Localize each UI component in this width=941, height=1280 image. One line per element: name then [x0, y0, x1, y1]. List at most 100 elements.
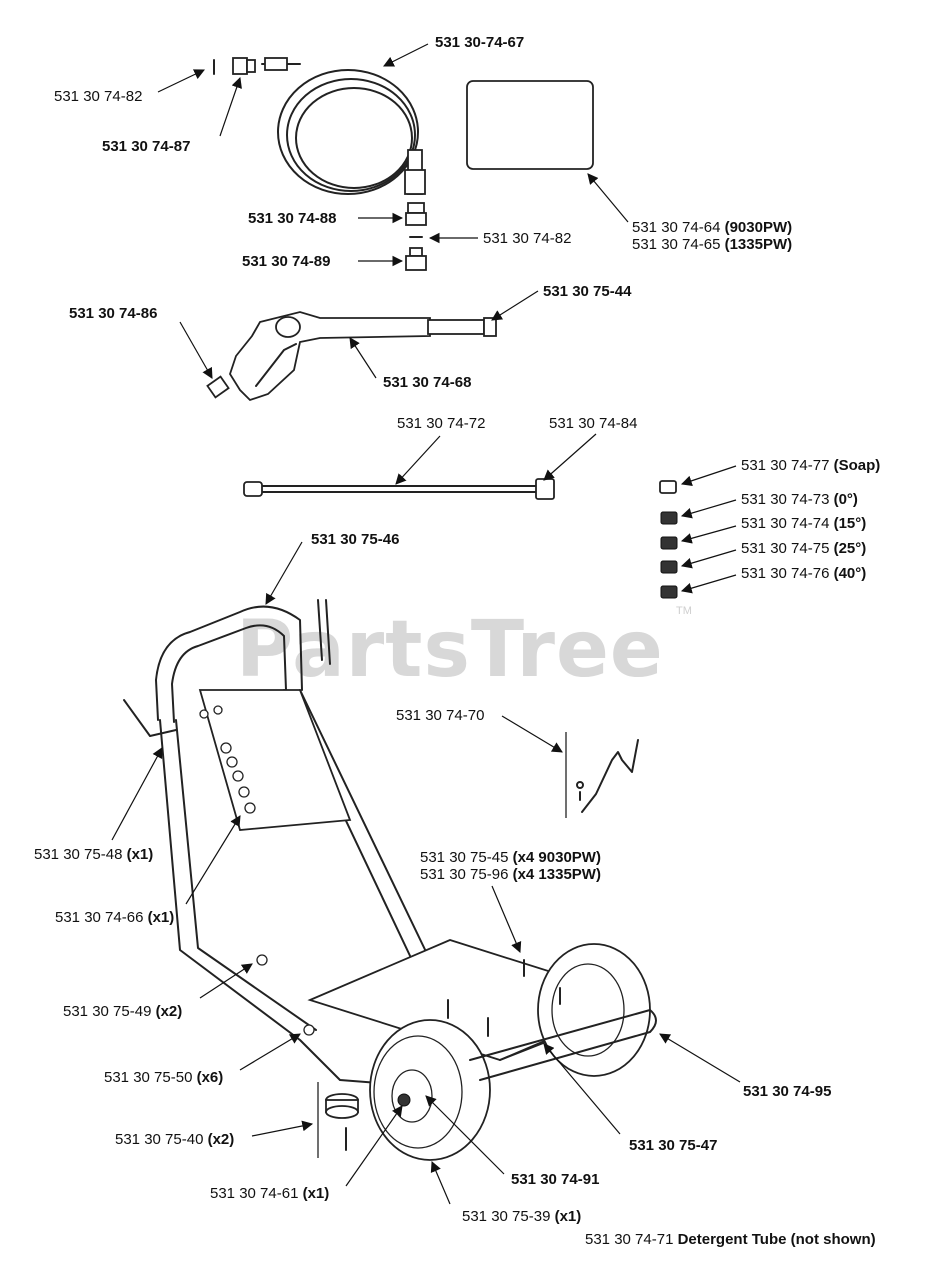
part-label-nozzle-0-segment: (0°): [834, 491, 858, 508]
part-label-foot: 531 30 75-40 (x2): [115, 1131, 234, 1148]
part-label-nozzle-40-segment: (40°): [834, 565, 867, 582]
watermark: PartsTree TM: [236, 605, 692, 695]
part-label-nozzle-25: 531 30 74-75 (25°): [741, 540, 866, 557]
wheels-illustration: [369, 943, 651, 1161]
part-label-gun-segment: 531 30 74-68: [383, 374, 471, 391]
part-label-wand-tip-segment: 531 30 74-84: [549, 415, 637, 432]
part-label-coupler-88: 531 30 74-88: [248, 210, 336, 227]
part-label-hose-segment: 531 30-74-67: [435, 34, 524, 51]
part-label-nozzle-0-segment: 531 30 74-73: [741, 491, 834, 508]
part-label-bolt-96-segment: 531 30 75-96: [420, 866, 513, 883]
spray-gun-illustration: [206, 311, 497, 402]
part-label-holder-segment: 531 30 74-66: [55, 909, 148, 926]
part-label-manual-65-segment: 531 30 74-65: [632, 236, 725, 253]
part-label-wheel: 531 30 74-91: [511, 1171, 599, 1188]
hook-illustration: [565, 732, 639, 818]
part-label-oring-mid: 531 30 74-82: [483, 230, 571, 247]
part-label-foot-segment: (x2): [208, 1131, 235, 1148]
part-label-detergent: 531 30 74-71 Detergent Tube (not shown): [585, 1231, 876, 1248]
manual-illustration: [466, 80, 594, 170]
part-label-foot-segment: 531 30 75-40: [115, 1131, 208, 1148]
bolts-illustration: [447, 959, 561, 1037]
coupler-88-illustration: [405, 202, 427, 271]
part-label-wheel-segment: 531 30 74-91: [511, 1171, 599, 1188]
part-label-nozzle-15-segment: 531 30 74-74: [741, 515, 834, 532]
axle-illustration: [469, 1009, 657, 1081]
part-label-nozzle-40-segment: 531 30 74-76: [741, 565, 834, 582]
part-label-hose: 531 30-74-67: [435, 34, 524, 51]
nozzles-illustration: [659, 480, 678, 599]
part-label-handle: 531 30 75-46: [311, 531, 399, 548]
part-label-wand-segment: 531 30 74-72: [397, 415, 485, 432]
foot-illustration: [317, 1082, 359, 1158]
part-label-oring-top: 531 30 74-82: [54, 88, 142, 105]
part-label-gun-coupler: 531 30 75-44: [543, 283, 632, 300]
part-label-cap-segment: 531 30 75-50: [104, 1069, 197, 1086]
part-label-fitting-89-segment: 531 30 74-89: [242, 253, 330, 270]
part-label-hanger-segment: 531 30 75-48: [34, 846, 127, 863]
part-label-frame-segment: 531 30 75-47: [629, 1137, 717, 1154]
part-label-fitting-89: 531 30 74-89: [242, 253, 330, 270]
part-label-coupler-top-segment: 531 30 74-87: [102, 138, 190, 155]
part-label-hanger-segment: (x1): [127, 846, 154, 863]
part-label-coupler-88-segment: 531 30 74-88: [248, 210, 336, 227]
part-label-oring-top-segment: 531 30 74-82: [54, 88, 142, 105]
part-label-cap-segment: (x6): [197, 1069, 224, 1086]
leader-lines: [111, 43, 741, 1205]
watermark-text: PartsTree: [236, 605, 664, 695]
part-label-manual-65-segment: (1335PW): [725, 236, 793, 253]
parts-illustrations: [123, 57, 678, 1161]
part-label-nozzle-40: 531 30 74-76 (40°): [741, 565, 866, 582]
part-label-axle-segment: 531 30 74-95: [743, 1083, 831, 1100]
part-label-wand: 531 30 74-72: [397, 415, 485, 432]
part-label-oring-mid-segment: 531 30 74-82: [483, 230, 571, 247]
part-label-clip-segment: 531 30 75-39: [462, 1208, 555, 1225]
part-label-washer-segment: (x1): [303, 1185, 330, 1202]
part-label-holder: 531 30 74-66 (x1): [55, 909, 174, 926]
part-label-hanger: 531 30 75-48 (x1): [34, 846, 153, 863]
part-label-washer-segment: 531 30 74-61: [210, 1185, 303, 1202]
part-label-manual-64-segment: (9030PW): [725, 219, 793, 236]
part-label-bolt-45: 531 30 75-45 (x4 9030PW): [420, 849, 601, 866]
part-label-bolt-45-segment: 531 30 75-45: [420, 849, 513, 866]
hose-illustration: [261, 57, 426, 195]
part-label-gun-coupler-segment: 531 30 75-44: [543, 283, 632, 300]
part-label-manual-64-segment: 531 30 74-64: [632, 219, 725, 236]
wand-illustration: [243, 478, 555, 500]
part-label-washer: 531 30 74-61 (x1): [210, 1185, 329, 1202]
watermark-tm: TM: [676, 605, 692, 617]
part-label-bolt-96: 531 30 75-96 (x4 1335PW): [420, 866, 601, 883]
coupler-top-illustration: [213, 57, 256, 75]
part-label-bolt-96-segment: (x4 1335PW): [513, 866, 601, 883]
part-label-nozzle-15: 531 30 74-74 (15°): [741, 515, 866, 532]
part-label-knob-segment: 531 30 75-49: [63, 1003, 156, 1020]
part-label-knob-segment: (x2): [156, 1003, 183, 1020]
part-label-gun: 531 30 74-68: [383, 374, 471, 391]
part-label-gun-inlet-segment: 531 30 74-86: [69, 305, 157, 322]
part-label-manual-65: 531 30 74-65 (1335PW): [632, 236, 792, 253]
part-label-detergent-segment: Detergent Tube (not shown): [678, 1231, 876, 1248]
part-label-manual-64: 531 30 74-64 (9030PW): [632, 219, 792, 236]
knob-illustration: [256, 954, 268, 966]
part-label-hook: 531 30 74-70: [396, 707, 484, 724]
part-label-holder-segment: (x1): [148, 909, 175, 926]
part-label-handle-segment: 531 30 75-46: [311, 531, 399, 548]
part-label-cap: 531 30 75-50 (x6): [104, 1069, 223, 1086]
part-label-nozzle-soap-segment: 531 30 74-77: [741, 457, 834, 474]
part-label-clip-segment: (x1): [555, 1208, 582, 1225]
part-labels: 531 30-74-67 531 30 74-82 531 30 74-87 531 …: [34, 34, 880, 1248]
part-label-nozzle-25-segment: (25°): [834, 540, 867, 557]
part-label-nozzle-soap-segment: (Soap): [834, 457, 881, 474]
part-label-axle: 531 30 74-95: [743, 1083, 831, 1100]
part-label-wand-tip: 531 30 74-84: [549, 415, 637, 432]
part-label-gun-inlet: 531 30 74-86: [69, 305, 157, 322]
cap-illustration: [303, 1024, 315, 1036]
part-label-bolt-45-segment: (x4 9030PW): [513, 849, 601, 866]
part-label-nozzle-soap: 531 30 74-77 (Soap): [741, 457, 880, 474]
part-label-hook-segment: 531 30 74-70: [396, 707, 484, 724]
part-label-nozzle-25-segment: 531 30 74-75: [741, 540, 834, 557]
part-label-knob: 531 30 75-49 (x2): [63, 1003, 182, 1020]
part-label-frame: 531 30 75-47: [629, 1137, 717, 1154]
part-label-detergent-segment: 531 30 74-71: [585, 1231, 678, 1248]
